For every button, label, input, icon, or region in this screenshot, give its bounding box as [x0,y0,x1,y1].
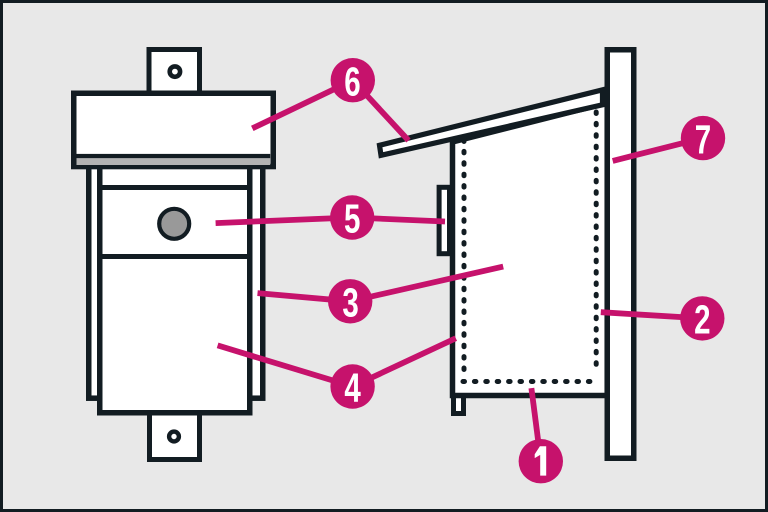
svg-text:5: 5 [344,196,360,242]
svg-text:4: 4 [344,365,361,411]
svg-text:3: 3 [342,280,358,326]
svg-text:6: 6 [344,59,360,105]
svg-text:7: 7 [695,117,711,163]
svg-text:2: 2 [694,297,710,343]
